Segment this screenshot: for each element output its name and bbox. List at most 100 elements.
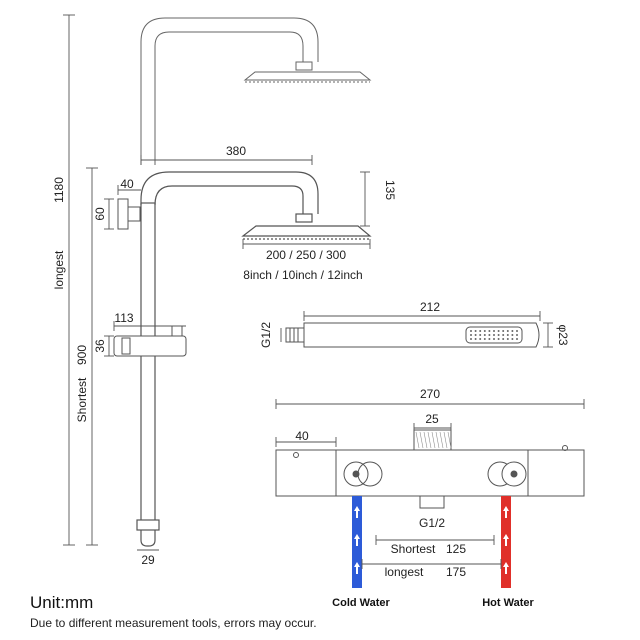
longest-value: 1180 (52, 177, 66, 203)
nozzle-dot (470, 338, 472, 340)
shortest-label: Shortest (75, 377, 89, 422)
hot-water-label: Hot Water (482, 597, 534, 609)
knurl-line (423, 431, 428, 449)
nozzle-dot (502, 338, 505, 340)
measurement-note: Due to different measurement tools, erro… (30, 616, 317, 630)
hand-shower (285, 322, 540, 348)
knurl-line (443, 431, 448, 449)
temperature-handle (343, 461, 383, 487)
centers-shortest-value: 125 (446, 542, 466, 556)
centers-longest-label: longest (385, 565, 424, 579)
rail-bottom-value: 29 (141, 553, 155, 567)
nozzle-dot (479, 330, 482, 332)
valve-end-dim (275, 437, 337, 447)
knurl-line (447, 431, 452, 449)
valve-width-dim (275, 399, 585, 409)
nozzle-dot (474, 334, 477, 336)
head-drop-dim (360, 171, 370, 227)
knurl-line (431, 431, 436, 449)
bracket-height-dim (104, 198, 114, 230)
flow-arrow (354, 562, 360, 574)
holder-height-value: 36 (93, 339, 107, 353)
cold-water-label: Cold Water (332, 597, 390, 609)
nozzle-dot (474, 330, 477, 332)
slide-rail (136, 202, 160, 547)
knurl-line (427, 431, 432, 449)
flow-arrow (503, 562, 509, 574)
nozzle-dot (502, 334, 505, 336)
flow-arrow (354, 506, 360, 518)
flow-arrow (503, 534, 509, 546)
flow-arrow (503, 506, 509, 518)
head-sizes-inch: 8inch / 10inch / 12inch (243, 268, 362, 282)
nozzle-dot (497, 334, 500, 336)
centers-longest-dim (361, 559, 502, 569)
shortest-dimension (86, 167, 98, 546)
nozzle-dot (493, 334, 495, 336)
nozzle-dot (516, 338, 518, 340)
valve-top-value: 25 (425, 412, 439, 426)
nozzle-dot (488, 330, 491, 332)
longest-dimension (63, 14, 75, 546)
handshower-length-value: 212 (420, 300, 440, 314)
valve-width-value: 270 (420, 387, 440, 401)
wall-bracket (117, 198, 141, 230)
knurl-line (435, 431, 440, 449)
handshower-thread-value: G1/2 (259, 322, 273, 348)
nozzle-dot (497, 338, 500, 340)
handshower-length-dim (303, 311, 541, 321)
nozzle-dot (493, 330, 495, 332)
unit-label: Unit:mm (30, 593, 94, 612)
extended-arm (140, 17, 372, 165)
valve-end-value: 40 (295, 429, 309, 443)
flow-handle (487, 461, 527, 487)
arm-offset-value: 40 (120, 177, 134, 191)
spray-nozzles (470, 330, 518, 340)
nozzle-dot (506, 330, 509, 332)
valve-bottom-value: G1/2 (419, 516, 445, 530)
nozzle-dot (506, 334, 509, 336)
shower-arm (140, 171, 372, 240)
head-width-dim (242, 239, 371, 249)
head-drop-value: 135 (383, 180, 397, 200)
nozzle-dot (511, 338, 514, 340)
nozzle-dot (506, 338, 509, 340)
nozzle-dot (488, 334, 491, 336)
holder-width-value: 113 (114, 311, 133, 325)
nozzle-dot (511, 330, 514, 332)
nozzle-dot (516, 334, 518, 336)
nozzle-dot (470, 330, 472, 332)
nozzle-dot (479, 338, 482, 340)
centers-longest-value: 175 (446, 565, 466, 579)
nozzle-dot (502, 330, 505, 332)
knurl-line (415, 431, 420, 449)
valve-body (275, 429, 585, 509)
nozzle-dot (493, 338, 495, 340)
nozzle-dot (479, 334, 482, 336)
arm-offset-dim (117, 185, 141, 195)
holder-width-dim (113, 321, 186, 331)
nozzle-dot (497, 330, 500, 332)
centers-shortest-dim (375, 535, 495, 545)
valve-top-knurl (415, 431, 452, 449)
handshower-diameter-value: φ23 (556, 324, 570, 345)
holder-height-dim (104, 335, 114, 357)
nozzle-dot (474, 338, 477, 340)
flow-arrow (354, 534, 360, 546)
head-sizes-mm: 200 / 250 / 300 (266, 248, 346, 262)
arm-length-dim (140, 155, 313, 165)
knurl-line (419, 431, 424, 449)
hand-shower-holder (113, 325, 187, 357)
arm-length-value: 380 (226, 144, 246, 158)
nozzle-dot (516, 330, 518, 332)
nozzle-dot (470, 334, 472, 336)
nozzle-dot (483, 330, 486, 332)
handshower-diameter-dim (543, 322, 553, 348)
shortest-value: 900 (75, 345, 89, 365)
longest-label: longest (52, 250, 66, 289)
nozzle-dot (483, 338, 486, 340)
bracket-height-value: 60 (93, 207, 107, 221)
nozzle-dot (511, 334, 514, 336)
